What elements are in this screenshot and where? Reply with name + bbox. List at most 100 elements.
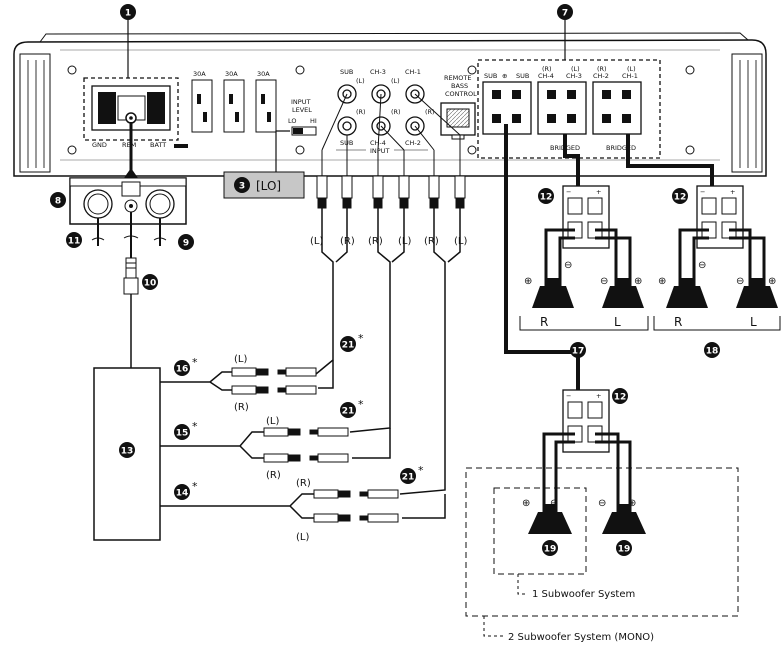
spk-ch1-l: (L): [627, 65, 636, 73]
rca-bottom-label: CH-2: [405, 139, 421, 147]
spk-ch4-label: CH-4: [538, 72, 554, 80]
callout-10: 10: [142, 274, 158, 290]
input-level-lo: LO: [288, 117, 297, 125]
speaker-front-right: [532, 278, 574, 308]
callout-21: 21 *: [340, 332, 364, 352]
amplifier-panel: [13, 32, 767, 177]
right-heatsink: [731, 53, 763, 173]
lo-setting-label: [LO]: [256, 179, 281, 193]
rca-input-label: INPUT: [370, 147, 389, 155]
panel-screws: [67, 65, 695, 155]
callout-21-number: 21: [402, 473, 415, 483]
bridged-label: BRIDGED: [606, 144, 636, 152]
plus-icon: ⊕: [524, 276, 532, 287]
left-heatsink: [19, 53, 51, 173]
callout-19-number: 19: [618, 545, 631, 555]
callout-12: 12: [672, 188, 688, 204]
callout-3-number: 3: [239, 182, 245, 192]
spk-ch4-r: (R): [542, 65, 552, 73]
two-subwoofer-label: 2 Subwoofer System (MONO): [508, 632, 654, 643]
extension-16: [160, 367, 317, 395]
rca-plug: [428, 150, 440, 230]
rca-plug: [454, 135, 466, 230]
rca-plugs: [316, 93, 466, 230]
sub-speaker-wires: [542, 432, 632, 512]
callout-12-number: 12: [674, 193, 687, 203]
spk-ch2-r: (R): [597, 65, 607, 73]
s16-l-label: (L): [234, 354, 247, 365]
rca-top-lr: (L): [391, 77, 400, 85]
callout-7-number: 7: [562, 9, 568, 19]
callout-14-number: 14: [176, 489, 189, 499]
speaker-rear-left: [736, 278, 778, 308]
spk-ch3-label: CH-3: [566, 72, 582, 80]
callout-3-lo-box: 3 [LO]: [223, 130, 305, 199]
rca-top-label: CH-3: [370, 68, 386, 76]
minus-icon: −: [566, 188, 571, 196]
batt-label: BATT: [150, 141, 166, 149]
callout-11: 11: [66, 232, 82, 248]
input-level-switch: INPUT LEVEL LO HI: [288, 98, 317, 136]
callout-21: 21 *: [400, 464, 424, 484]
callout-1: 1: [120, 4, 136, 78]
callout-9: 9: [178, 234, 194, 250]
s15-r-label: (R): [266, 470, 281, 481]
speaker-front-left: [602, 278, 644, 308]
callout-7: 7: [557, 4, 573, 60]
speaker-wires-thick: [504, 124, 714, 390]
spk-ch1-label: CH-1: [622, 72, 638, 80]
plus-icon: +: [730, 188, 735, 196]
input-level-hi: HI: [310, 117, 317, 125]
source-unit: 13: [93, 367, 161, 541]
rem-label: REM: [122, 141, 136, 149]
callout-14: 14 *: [174, 480, 198, 500]
s16-r-label: (R): [234, 402, 249, 413]
callout-19: 19: [616, 540, 632, 556]
callout-21-number: 21: [342, 341, 355, 351]
plus-icon: +: [596, 188, 601, 196]
fuse-2: 30A: [223, 70, 245, 133]
front-r-label: R: [540, 315, 548, 329]
s15-l-label: (L): [266, 416, 279, 427]
spk-sub-label: SUB: [484, 72, 497, 80]
asterisk: *: [192, 420, 198, 433]
fuse-label: 30A: [257, 70, 270, 78]
subwoofer-system-boxes: [465, 467, 739, 637]
one-subwoofer-label: 1 Subwoofer System: [532, 589, 635, 600]
minus-icon: ⊖: [600, 276, 608, 287]
rear-l-label: L: [750, 315, 757, 329]
callout-12: 12: [538, 188, 554, 204]
plus-icon: ⊕: [628, 498, 636, 509]
rca-plug: [398, 150, 410, 230]
rca-plug-label: (L): [310, 236, 323, 247]
callout-12-number: 12: [540, 193, 553, 203]
s14-r-label: (R): [296, 478, 311, 489]
spk-terminal-ch34: [537, 81, 587, 135]
callout-11-number: 11: [68, 237, 81, 247]
callout-18: 18: [704, 342, 720, 358]
callout-19-number: 19: [544, 545, 557, 555]
rca-plug: [316, 150, 328, 230]
callout-17: 17: [570, 342, 586, 358]
rca-bottom-lr: (R): [391, 108, 401, 116]
rear-speaker-wires: [678, 228, 766, 286]
rca-plug-label: (R): [424, 236, 439, 247]
remote-bass-line-2: BASS: [451, 82, 468, 90]
rear-r-label: R: [674, 315, 682, 329]
spk-ch2-label: CH-2: [593, 72, 609, 80]
rca-top-label: CH-1: [405, 68, 421, 76]
minus-icon: −: [566, 392, 571, 400]
rca-plug: [341, 135, 353, 230]
plus-icon: ⊕: [634, 276, 642, 287]
front-speaker-wires: [544, 228, 632, 286]
callout-16-number: 16: [176, 365, 189, 375]
front-pair-bracket: R L: [519, 315, 649, 331]
plus-icon: +: [596, 392, 601, 400]
callout-19: 19: [542, 540, 558, 556]
callout-10-number: 10: [144, 279, 157, 289]
spk-ch3-l: (L): [571, 65, 580, 73]
callout-9-number: 9: [183, 239, 189, 249]
minus-icon: ⊖: [598, 498, 606, 509]
subwoofer-1: [528, 504, 572, 534]
